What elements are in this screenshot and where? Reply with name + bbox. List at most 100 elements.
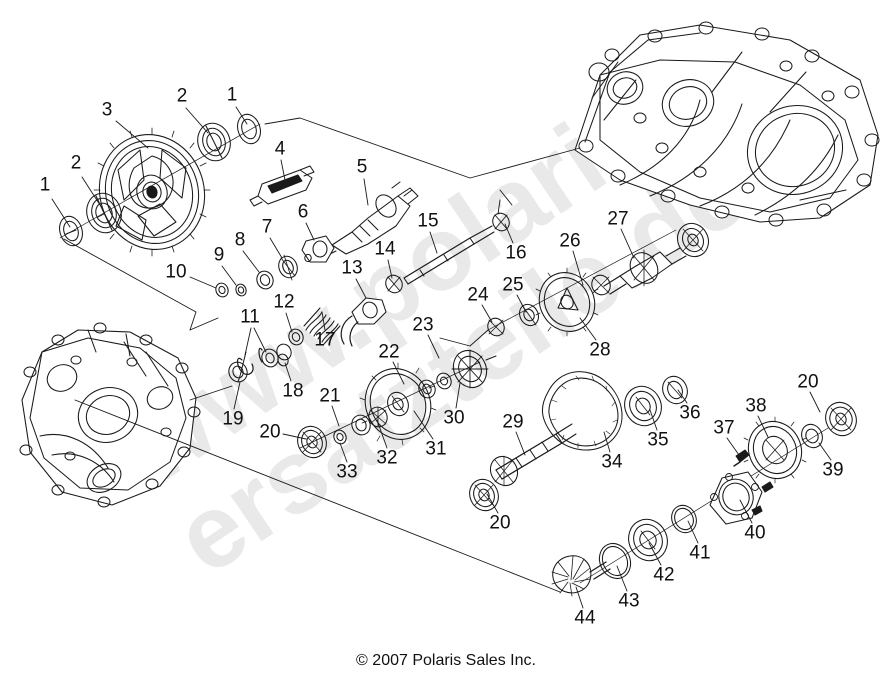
callout-number-24: 24 bbox=[467, 284, 489, 306]
leader-line-15 bbox=[429, 231, 438, 254]
callout-number-7: 7 bbox=[261, 216, 273, 238]
callout-number-37: 37 bbox=[713, 417, 735, 439]
callout-number-1b: 1 bbox=[226, 84, 238, 106]
callout-number-32: 32 bbox=[376, 447, 398, 469]
secondary-drive-assembly bbox=[487, 222, 709, 337]
leader-line-22 bbox=[392, 361, 405, 385]
leader-line-20c bbox=[809, 391, 821, 413]
callout-number-28: 28 bbox=[589, 339, 611, 361]
leader-line-42 bbox=[648, 542, 662, 566]
callout-number-3: 3 bbox=[101, 99, 113, 121]
bearing-seal-group-left bbox=[59, 113, 261, 247]
leader-line-30 bbox=[455, 382, 461, 409]
callout-number-13: 13 bbox=[341, 257, 363, 279]
leader-line-27 bbox=[620, 228, 635, 259]
leader-line-25 bbox=[516, 294, 527, 313]
callout-number-18: 18 bbox=[282, 380, 304, 402]
callout-number-10: 10 bbox=[165, 261, 187, 283]
leader-line-36 bbox=[677, 389, 688, 404]
leader-line-40 bbox=[739, 499, 753, 524]
leader-line-5 bbox=[363, 178, 369, 206]
leader-line-39 bbox=[818, 442, 832, 461]
callout-number-1a: 1 bbox=[39, 174, 51, 196]
leader-line-28 bbox=[579, 317, 597, 341]
main-gearcase-housing bbox=[574, 21, 880, 227]
leader-line-26 bbox=[572, 250, 584, 286]
leader-line-35 bbox=[649, 409, 658, 431]
callout-number-21: 21 bbox=[319, 385, 341, 407]
callout-number-44: 44 bbox=[574, 607, 596, 629]
callout-number-27: 27 bbox=[607, 208, 629, 230]
leader-line-11 bbox=[244, 327, 252, 356]
callout-number-23: 23 bbox=[412, 314, 434, 336]
leader-line-24 bbox=[481, 304, 493, 323]
callout-number-42: 42 bbox=[653, 564, 675, 586]
leader-line-11b bbox=[253, 327, 267, 353]
callout-number-20b: 20 bbox=[489, 512, 511, 534]
callout-number-40: 40 bbox=[744, 522, 766, 544]
assembly-reference-lines bbox=[63, 117, 581, 593]
output-shaft-assembly bbox=[469, 423, 577, 512]
callout-number-33: 33 bbox=[336, 461, 358, 483]
leader-line-1b bbox=[235, 106, 248, 125]
callout-number-12: 12 bbox=[273, 291, 295, 313]
leader-line-41 bbox=[687, 520, 699, 544]
leader-line-31 bbox=[413, 410, 434, 440]
callout-number-17: 17 bbox=[314, 329, 336, 351]
callout-number-6: 6 bbox=[297, 201, 309, 223]
leader-line-6 bbox=[305, 222, 315, 241]
leader-line-19 bbox=[233, 381, 241, 410]
callout-number-9: 9 bbox=[213, 244, 225, 266]
leader-line-1a bbox=[51, 198, 71, 228]
callout-number-29: 29 bbox=[502, 411, 524, 433]
callout-number-25: 25 bbox=[502, 274, 524, 296]
leader-line-20b bbox=[486, 493, 499, 514]
callout-number-19: 19 bbox=[222, 408, 244, 430]
leader-line-12 bbox=[285, 312, 293, 333]
callout-number-39: 39 bbox=[822, 459, 844, 481]
callout-number-15: 15 bbox=[417, 210, 439, 232]
callout-number-35: 35 bbox=[647, 429, 669, 451]
leader-line-43 bbox=[616, 565, 628, 592]
callout-number-20c: 20 bbox=[797, 371, 819, 393]
leader-line-4 bbox=[280, 159, 286, 181]
leader-line-10 bbox=[189, 276, 217, 289]
leader-line-3 bbox=[115, 120, 149, 149]
callout-number-38: 38 bbox=[745, 395, 767, 417]
callout-number-31: 31 bbox=[425, 438, 447, 460]
large-driven-gear bbox=[93, 127, 211, 257]
callout-number-2a: 2 bbox=[70, 152, 82, 174]
leader-line-44 bbox=[575, 586, 584, 609]
leader-line-38 bbox=[757, 415, 769, 438]
leader-line-7 bbox=[269, 237, 283, 259]
callout-number-16: 16 bbox=[505, 242, 527, 264]
callout-number-2b: 2 bbox=[176, 85, 188, 107]
callout-number-5: 5 bbox=[356, 156, 368, 178]
callout-number-36: 36 bbox=[679, 402, 701, 424]
callout-number-22: 22 bbox=[378, 341, 400, 363]
leader-line-8 bbox=[242, 250, 260, 273]
leader-line-2a bbox=[81, 176, 101, 206]
leader-line-32 bbox=[376, 419, 388, 449]
leader-line-2b bbox=[185, 107, 209, 134]
drive-chain-assembly bbox=[541, 371, 688, 451]
callout-number-11: 11 bbox=[240, 306, 260, 328]
callout-leader-lines bbox=[51, 106, 832, 609]
front-gearcase-housing bbox=[19, 322, 201, 508]
shift-mechanism-group bbox=[215, 165, 510, 383]
callout-number-30: 30 bbox=[443, 407, 465, 429]
leader-line-23 bbox=[427, 334, 440, 359]
leader-line-9 bbox=[221, 265, 237, 286]
leader-line-13 bbox=[355, 278, 367, 299]
leader-line-17 bbox=[321, 311, 326, 331]
callout-number-20a: 20 bbox=[259, 421, 281, 443]
leader-line-14 bbox=[387, 259, 393, 279]
callout-number-14: 14 bbox=[374, 238, 396, 260]
callout-number-4: 4 bbox=[274, 138, 286, 160]
callout-number-26: 26 bbox=[559, 230, 581, 252]
leader-line-18 bbox=[284, 362, 292, 382]
leader-line-21 bbox=[331, 405, 340, 427]
callout-number-41: 41 bbox=[689, 542, 711, 564]
